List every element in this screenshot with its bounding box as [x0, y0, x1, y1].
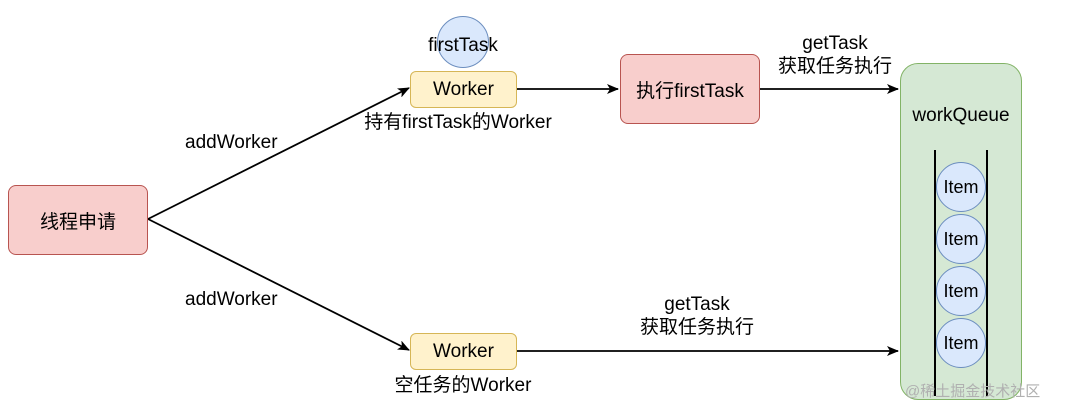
queue-item-3: Item — [936, 266, 986, 316]
execute-first-task-label: 执行firstTask — [636, 80, 744, 102]
queue-item-1: Item — [936, 162, 986, 212]
get-task-bottom-label: getTask — [664, 294, 730, 315]
queue-item-4: Item — [936, 318, 986, 368]
queue-item-2-label: Item — [943, 228, 979, 249]
queue-item-1-label: Item — [943, 176, 979, 197]
execute-first-task-node: 执行firstTask — [620, 54, 760, 124]
get-task-top-label: getTask — [802, 33, 868, 54]
thread-request-label: 线程申请 — [39, 211, 116, 233]
worker-bottom-label: Worker — [433, 340, 494, 362]
worker-bottom-caption: 空任务的Worker — [394, 375, 532, 396]
thread-request-node: 线程申请 — [8, 185, 148, 255]
queue-item-2: Item — [936, 214, 986, 264]
get-task-top-desc: 获取任务执行 — [777, 56, 892, 77]
work-queue-label: workQueue — [912, 105, 1010, 126]
queue-item-4-label: Item — [943, 332, 979, 353]
add-worker-bottom-label: addWorker — [185, 289, 278, 310]
queue-rail-left — [934, 150, 936, 396]
first-task-label: firstTask — [428, 35, 498, 56]
watermark: @稀土掘金技术社区 — [905, 383, 1041, 400]
worker-top-caption: 持有firstTask的Worker — [364, 112, 552, 133]
queue-item-3-label: Item — [943, 280, 979, 301]
first-task-circle — [437, 16, 489, 68]
arrow-request-to-worker-top — [147, 87, 410, 220]
worker-top-label: Worker — [433, 78, 494, 100]
get-task-bottom-desc: 获取任务执行 — [639, 317, 754, 338]
queue-rail-right — [986, 150, 988, 396]
worker-top-node: Worker — [410, 71, 517, 108]
add-worker-top-label: addWorker — [185, 132, 278, 153]
worker-bottom-node: Worker — [410, 333, 517, 370]
arrow-request-to-worker-bottom — [147, 218, 410, 351]
